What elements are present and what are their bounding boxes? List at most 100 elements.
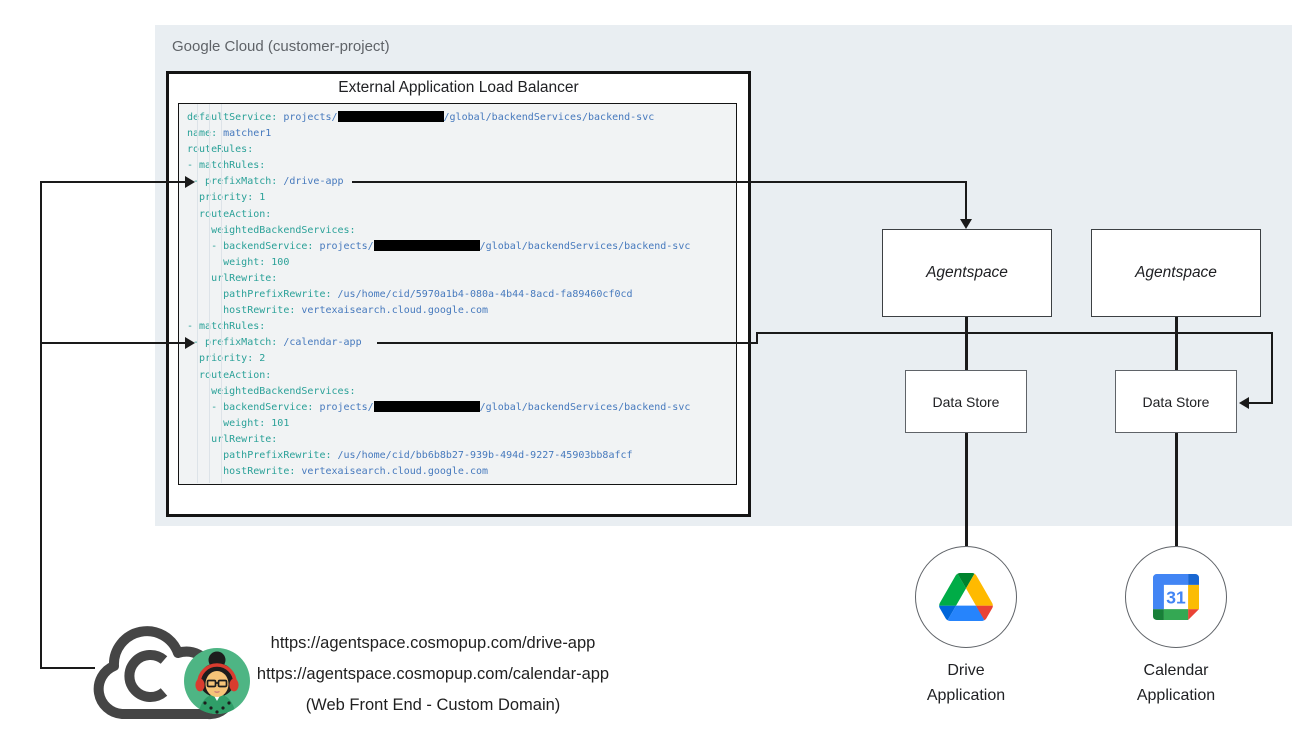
code-key: hostRewrite: [187, 466, 302, 478]
code-line: - matchRules: [187, 319, 736, 335]
code-line: hostRewrite: vertexaisearch.cloud.google… [187, 464, 736, 480]
code-key: defaultService: [187, 112, 284, 123]
agentspace-left-label: Agentspace [926, 264, 1008, 281]
code-value: projects/ [283, 112, 338, 123]
code-key: weight: 101 [187, 417, 290, 429]
client-urls: https://agentspace.cosmopup.com/drive-ap… [247, 628, 619, 721]
code-line: priority: 2 [187, 351, 736, 367]
code-value: /us/home/cid/5970a1b4-080a-4b44-8acd-fa8… [337, 289, 633, 301]
arrowhead-into-agentspace-left [960, 219, 972, 229]
code-key: - backendService: [187, 240, 320, 252]
connector-drive-branch [40, 181, 186, 183]
connector-drive-route-h [352, 181, 966, 183]
calendar-app-circle: 31 [1125, 546, 1227, 648]
connector-agentspace-datastore-left [965, 317, 968, 370]
code-line: - prefixMatch: /drive-app [187, 174, 736, 190]
calendar-day-number: 31 [1166, 587, 1186, 607]
code-key: pathPrefixRewrite: [187, 449, 338, 461]
code-line: routeAction: [187, 368, 736, 384]
connector-calendar-route-jog [756, 332, 758, 344]
agentspace-left-box: Agentspace [882, 229, 1052, 317]
redaction-bar [373, 239, 480, 251]
indent-guide [197, 104, 198, 483]
code-value: /global/backendServices/backend-svc [479, 240, 691, 252]
code-line: defaultService: projects/ /global/backend… [187, 110, 736, 126]
indent-guide [221, 104, 222, 483]
code-key: priority: 1 [187, 192, 266, 204]
code-value: /global/backendServices/backend-svc [479, 401, 691, 413]
code-key: - backendService: [187, 401, 320, 413]
code-line: priority: 1 [187, 190, 736, 206]
client-caption: (Web Front End - Custom Domain) [305, 696, 561, 714]
code-line: name: matcher1 [187, 126, 736, 142]
client-url-calendar: https://agentspace.cosmopup.com/calendar… [256, 665, 610, 683]
code-value: matcher1 [223, 128, 272, 140]
calendar-app-label: Calendar Application [1136, 662, 1216, 704]
code-line: weightedBackendServices: [187, 223, 736, 239]
code-line: routeRules: [187, 142, 736, 158]
connector-calendar-route-h2 [756, 332, 1273, 334]
google-calendar-icon: 31 [1153, 574, 1199, 620]
yaml-code-block: defaultService: projects/ /global/backend… [178, 103, 737, 485]
user-avatar [184, 648, 250, 714]
code-value: vertexaisearch.cloud.google.com [301, 305, 489, 317]
code-value: /drive-app [283, 176, 344, 188]
code-line: - prefixMatch: /calendar-app [187, 335, 736, 351]
code-value: /global/backendServices/backend-svc [443, 112, 655, 123]
code-key: hostRewrite: [187, 305, 302, 317]
google-drive-icon [939, 573, 993, 621]
code-line: weight: 101 [187, 416, 736, 432]
connector-agentspace-datastore-right [1175, 317, 1178, 370]
gcp-panel-label: Google Cloud (customer-project) [172, 38, 390, 55]
code-key: - matchRules: [187, 321, 266, 333]
code-key: name: [187, 128, 224, 140]
datastore-right-box: Data Store [1115, 370, 1237, 433]
connector-datastore-drive [965, 433, 968, 546]
code-value: projects/ [319, 240, 374, 252]
code-key: - prefixMatch: [187, 337, 284, 349]
code-line: pathPrefixRewrite: /us/home/cid/bb6b8b27… [187, 448, 736, 464]
code-line: weightedBackendServices: [187, 384, 736, 400]
code-line: weight: 100 [187, 255, 736, 271]
code-key: weightedBackendServices: [187, 385, 356, 397]
agentspace-right-box: Agentspace [1091, 229, 1261, 317]
code-key: routeAction: [187, 369, 272, 381]
agentspace-right-label: Agentspace [1135, 264, 1217, 281]
code-key: urlRewrite: [187, 433, 278, 445]
code-key: - prefixMatch: [187, 176, 284, 188]
connector-client-cloud [40, 667, 95, 669]
code-key: urlRewrite: [187, 272, 278, 284]
code-key: priority: 2 [187, 353, 266, 365]
arrowhead-calendar-branch [185, 337, 195, 349]
code-value: vertexaisearch.cloud.google.com [301, 466, 489, 478]
load-balancer-title: External Application Load Balancer [338, 79, 579, 96]
redaction-bar [373, 400, 480, 412]
connector-drive-route-v [965, 181, 967, 221]
datastore-left-label: Data Store [932, 393, 1000, 410]
code-line: urlRewrite: [187, 271, 736, 287]
code-value: /us/home/cid/bb6b8b27-939b-494d-9227-459… [337, 449, 633, 461]
connector-calendar-branch [40, 342, 186, 344]
redaction-bar [337, 111, 444, 122]
datastore-left-box: Data Store [905, 370, 1027, 433]
code-key: - matchRules: [187, 160, 266, 172]
connector-calendar-route-v [1271, 332, 1273, 403]
connector-client-vertical [40, 182, 42, 668]
code-key: weightedBackendServices: [187, 224, 356, 236]
datastore-right-label: Data Store [1142, 393, 1210, 410]
drive-app-circle [915, 546, 1017, 648]
code-key: pathPrefixRewrite: [187, 289, 338, 301]
arrowhead-drive-branch [185, 176, 195, 188]
code-line: hostRewrite: vertexaisearch.cloud.google… [187, 303, 736, 319]
drive-app-label: Drive Application [926, 662, 1006, 704]
arrowhead-into-datastore-right [1239, 397, 1249, 409]
indent-guide [209, 104, 210, 483]
code-key: weight: 100 [187, 256, 290, 268]
code-key: routeAction: [187, 208, 272, 220]
code-value: projects/ [319, 401, 374, 413]
code-line: - backendService: projects/ /global/backe… [187, 239, 736, 255]
code-line: pathPrefixRewrite: /us/home/cid/5970a1b4… [187, 287, 736, 303]
code-value: /calendar-app [283, 337, 362, 349]
code-key: routeRules: [187, 144, 253, 155]
